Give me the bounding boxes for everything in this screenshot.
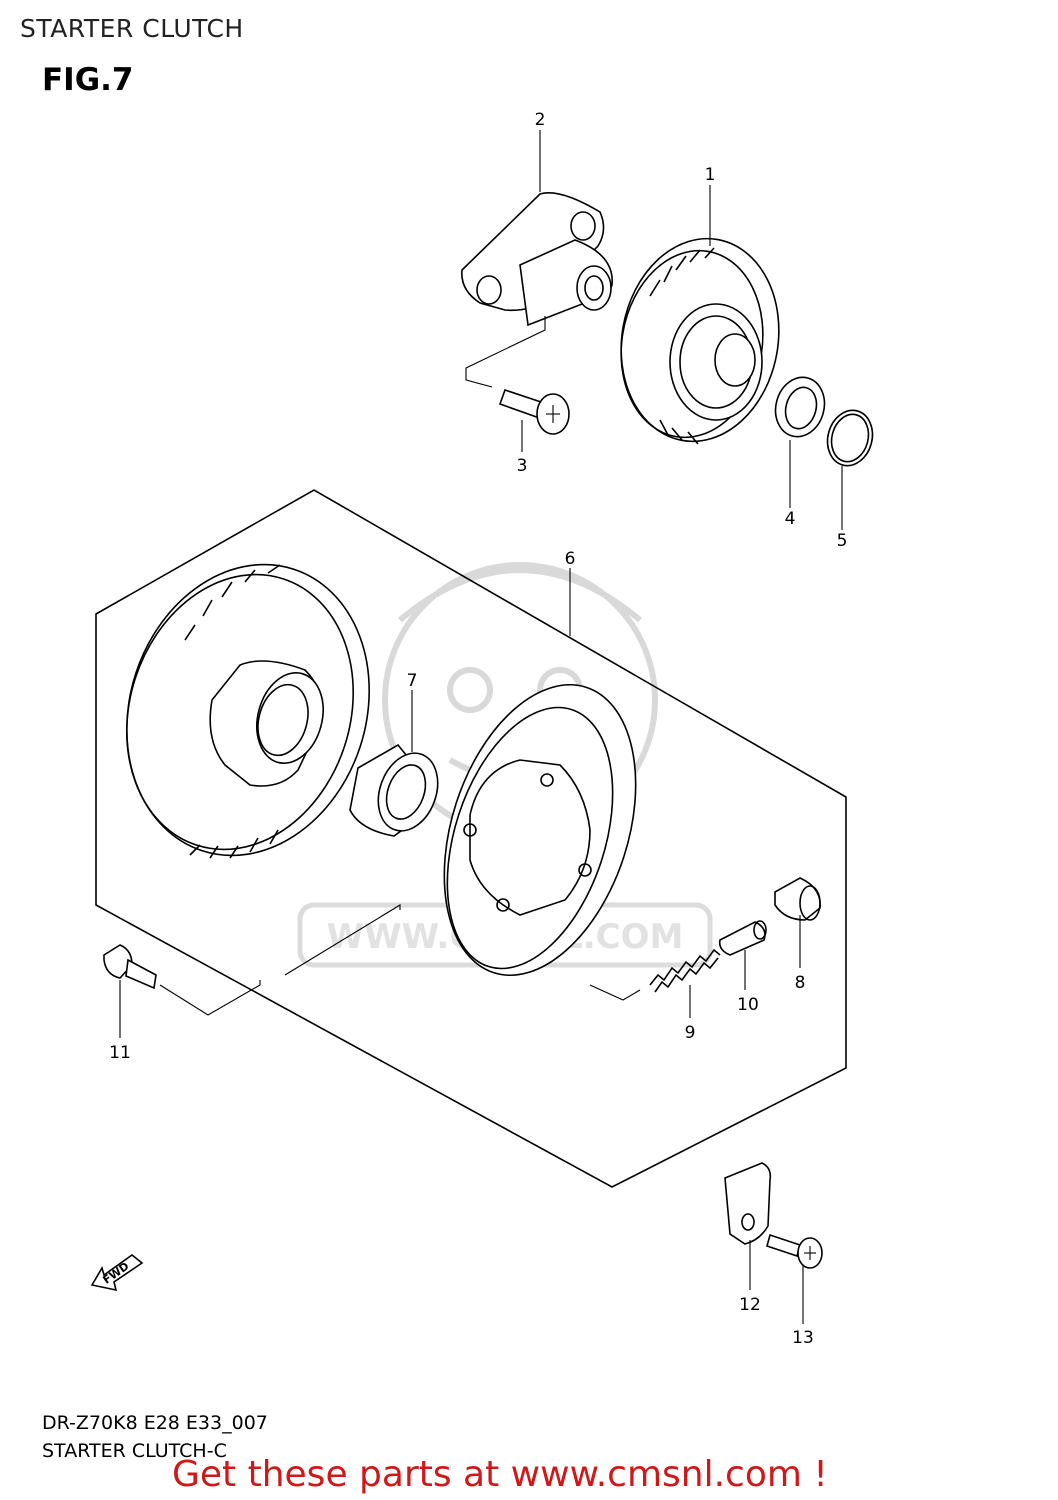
- diagram-code: DR-Z70K8 E28 E33_007: [42, 1412, 268, 1434]
- callout-6: 6: [565, 549, 576, 569]
- part-3-screw: [498, 388, 570, 435]
- fwd-label: FWD: [100, 1260, 131, 1287]
- callout-7: 7: [407, 671, 418, 691]
- part-4-washer: [774, 376, 826, 438]
- part-7-needle-bearing: [349, 743, 439, 837]
- diagram-caption: STARTER CLUTCH-C: [42, 1440, 227, 1462]
- part-11-bolt: [103, 944, 157, 990]
- callout-4: 4: [785, 509, 796, 529]
- part-1-idle-gear: [620, 237, 780, 445]
- figure-label: FIG.7: [42, 62, 134, 98]
- leader-bolt-housing: [284, 904, 401, 976]
- leader-2-3: [465, 316, 546, 388]
- fwd-arrow-icon: FWD: [90, 1253, 144, 1292]
- callout-12: 12: [739, 1295, 761, 1315]
- part-10-spring-cap: [718, 920, 767, 956]
- callout-13: 13: [792, 1328, 814, 1348]
- part-13-screw: [766, 1233, 823, 1269]
- leader-housing-spring: [589, 984, 641, 1001]
- callout-5: 5: [837, 531, 848, 551]
- callout-11: 11: [109, 1043, 131, 1063]
- part-12-plate: [724, 1162, 772, 1245]
- part-5-circlip: [826, 409, 874, 467]
- part-6-starter-driven-gear: [125, 563, 370, 859]
- part-9-spring: [649, 948, 721, 993]
- callout-9: 9: [685, 1023, 696, 1043]
- callout-10: 10: [737, 995, 759, 1015]
- part-8-roller: [774, 877, 821, 921]
- assembly-frame-6: [95, 489, 847, 1188]
- callout-3: 3: [517, 456, 528, 476]
- page-title: STARTER CLUTCH: [20, 14, 244, 43]
- callout-8: 8: [795, 973, 806, 993]
- callout-2: 2: [535, 110, 546, 130]
- part-6-clutch-housing: [443, 683, 637, 977]
- leader-bolt-11: [159, 980, 261, 1016]
- callout-1: 1: [705, 165, 716, 185]
- part-2-shaft-bracket: [461, 192, 613, 327]
- parts-link-banner[interactable]: Get these parts at www.cmsnl.com !: [172, 1454, 828, 1495]
